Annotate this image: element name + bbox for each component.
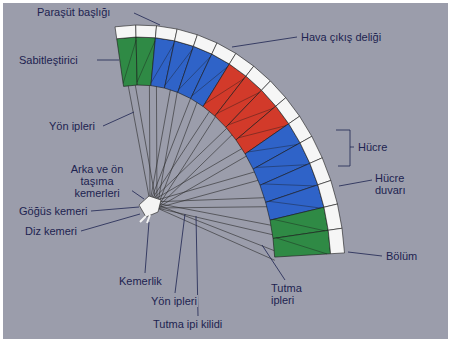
rigging-line xyxy=(149,85,151,202)
bracket xyxy=(336,130,350,166)
air-opening xyxy=(115,25,136,39)
leader-line xyxy=(262,245,285,280)
leader-line xyxy=(81,214,140,231)
cell-seam xyxy=(256,165,307,168)
cell-seam xyxy=(137,41,155,82)
leader-line xyxy=(97,60,119,61)
cell-seam xyxy=(205,79,244,104)
rigging-line xyxy=(150,98,191,202)
background-panel xyxy=(3,3,448,339)
rigging-line xyxy=(157,207,267,208)
air-opening xyxy=(175,29,198,46)
leader-line xyxy=(103,112,134,126)
leader-line xyxy=(232,37,297,47)
part-label: Hücre duvarı xyxy=(374,172,422,196)
rigging-lines xyxy=(128,85,275,260)
leader-line xyxy=(131,190,144,199)
part-label: Tutma ipleri xyxy=(270,282,314,306)
leader-line xyxy=(145,222,149,273)
rigging-line xyxy=(157,92,177,208)
cell-seam xyxy=(269,201,321,208)
part-label: Hücre xyxy=(357,141,388,153)
part-label: Diz kemeri xyxy=(24,225,78,237)
rigging-line xyxy=(135,85,157,208)
cell-seam xyxy=(151,44,174,83)
cell-seam xyxy=(248,145,297,152)
air-opening xyxy=(310,158,331,185)
rigging-line xyxy=(156,86,158,208)
rigging-line xyxy=(157,208,275,260)
leader-line xyxy=(134,13,160,25)
rigging-line xyxy=(150,149,242,202)
rigging-line xyxy=(150,172,254,202)
canopy-cell xyxy=(273,230,331,257)
air-opening xyxy=(328,228,344,254)
pilot-legs xyxy=(147,215,150,223)
leader-line xyxy=(175,214,185,293)
part-label: Yön ipleri xyxy=(150,295,198,307)
canopy-cell xyxy=(117,37,137,86)
cell-seam xyxy=(263,184,314,186)
pilot-legs xyxy=(140,216,146,222)
rigging-line xyxy=(150,202,274,251)
canopy xyxy=(115,25,344,257)
rigging-line xyxy=(157,180,258,208)
cell-seam xyxy=(276,238,327,254)
air-opening xyxy=(136,25,157,38)
leader-line xyxy=(350,147,354,148)
air-opening xyxy=(318,180,338,207)
air-opening xyxy=(155,26,177,41)
rigging-line xyxy=(150,111,210,202)
part-label: Bölüm xyxy=(385,250,418,262)
cell-seam xyxy=(217,93,259,114)
leader-line xyxy=(339,180,372,186)
part-label: Tutma ipi kilidi xyxy=(152,318,223,330)
part-label: Göğüs kemeri xyxy=(18,205,88,217)
part-label: Kemerlik xyxy=(118,275,163,287)
rigging-line xyxy=(150,202,271,225)
cell-seam xyxy=(123,40,136,83)
rigging-line xyxy=(157,208,273,235)
pilot-figure xyxy=(139,196,161,223)
cell-seam xyxy=(192,67,228,96)
cell-seam xyxy=(238,126,286,138)
rigging-line xyxy=(150,198,264,202)
part-label: Paraşüt başlığı xyxy=(36,6,111,18)
leader-line xyxy=(91,207,139,211)
part-label: Arka ve ön taşıma kemerleri xyxy=(62,163,132,199)
cell-seam xyxy=(273,219,324,230)
part-label: Sabitleştirici xyxy=(18,54,79,66)
pilot-body xyxy=(139,196,161,217)
leader-line xyxy=(348,252,382,256)
part-label: Hava çıkış deliği xyxy=(300,31,382,43)
air-opening xyxy=(324,204,342,230)
part-label: Yön ipleri xyxy=(48,120,96,132)
cell-seam xyxy=(228,108,273,125)
